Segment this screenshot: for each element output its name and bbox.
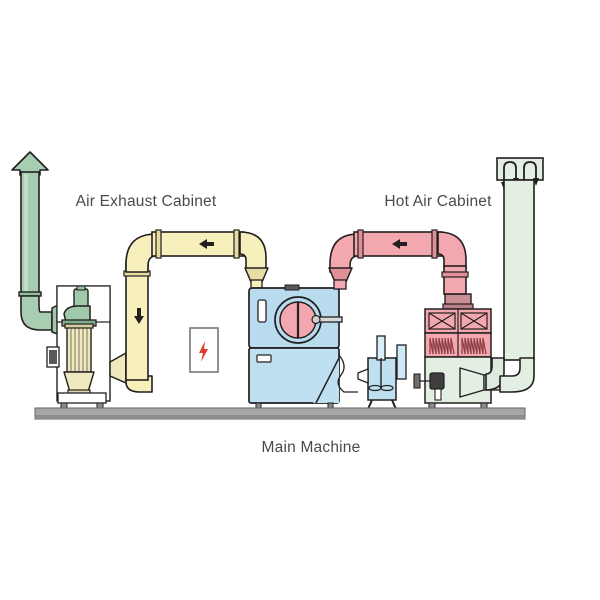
hx-fan-motor	[429, 372, 445, 390]
label-air-exhaust-cabinet: Air Exhaust Cabinet	[76, 193, 217, 210]
return-vertical-pipe	[503, 179, 535, 361]
electrical-panel-body[interactable]	[189, 327, 219, 373]
agitator-shaft-housing	[376, 335, 386, 361]
machine-hose	[337, 354, 358, 393]
yellow-flange-b	[233, 229, 240, 259]
yellow-vertical-arrow	[134, 308, 144, 324]
hx-coils	[429, 337, 487, 355]
blower-base	[57, 392, 107, 404]
base-platform	[34, 407, 526, 420]
yellow-top-right-elbow	[239, 231, 267, 271]
yellow-horizontal-run	[151, 231, 245, 257]
blower-scroll-housing	[63, 305, 91, 323]
stack-elbow-body	[20, 295, 53, 331]
yellow-flange-a	[155, 229, 162, 259]
pink-vertical-drop	[443, 265, 467, 295]
pink-machine-connector	[333, 279, 347, 290]
hood-arrows	[503, 161, 537, 184]
yellow-vertical-riser	[125, 261, 149, 381]
pink-top-right-elbow	[437, 231, 467, 269]
hx-filter-cells	[428, 312, 488, 330]
return-duct	[485, 157, 544, 393]
hood-arrow-left	[503, 161, 517, 184]
main-machine-body	[248, 284, 358, 411]
blower-control-screen	[49, 350, 57, 364]
filter-top-flange	[64, 323, 94, 329]
machine-corner-edge	[315, 357, 340, 404]
label-main-machine: Main Machine	[262, 439, 361, 456]
filter-ribs	[70, 327, 88, 371]
stack-highlight	[24, 174, 28, 292]
agitator-tank-body	[367, 357, 397, 401]
return-bottom-elbow	[499, 357, 535, 393]
agitator-tank	[357, 335, 407, 410]
electrical-panel[interactable]	[189, 327, 219, 373]
label-hot-air-cabinet: Hot Air Cabinet	[384, 193, 492, 210]
machine-top-vent	[284, 284, 300, 291]
agitator-side-column	[396, 344, 407, 380]
pink-duct	[328, 229, 469, 295]
blower-hopper	[63, 371, 95, 393]
yellow-top-arrow	[199, 239, 214, 249]
yellow-machine-connector	[250, 279, 263, 289]
hx-motor-end	[413, 373, 421, 389]
machine-handle-pivot	[311, 314, 321, 325]
yellow-duct	[123, 229, 269, 393]
hx-motor-stand	[434, 388, 442, 401]
blower-unit	[46, 285, 127, 410]
pink-flange-a	[357, 229, 364, 259]
blower-motor-cap	[76, 285, 86, 291]
platform-shadow	[35, 415, 525, 419]
blower-outlet-cone	[109, 352, 127, 384]
heat-exchanger	[413, 293, 503, 411]
hood-arrow-right	[523, 161, 537, 184]
exhaust-stack	[11, 151, 49, 297]
pink-drop-flange	[441, 271, 469, 278]
agitator-inlet-nozzle	[357, 368, 369, 384]
stack-arrow-cap	[11, 151, 49, 176]
agitator-blade-right	[380, 384, 394, 392]
machine-side-window	[257, 299, 267, 323]
lightning-bolt-icon	[199, 341, 208, 362]
pink-top-arrow	[392, 239, 407, 249]
stack-column	[20, 171, 40, 295]
machine-lower-panel[interactable]	[256, 354, 272, 363]
pink-flange-b	[431, 229, 438, 259]
